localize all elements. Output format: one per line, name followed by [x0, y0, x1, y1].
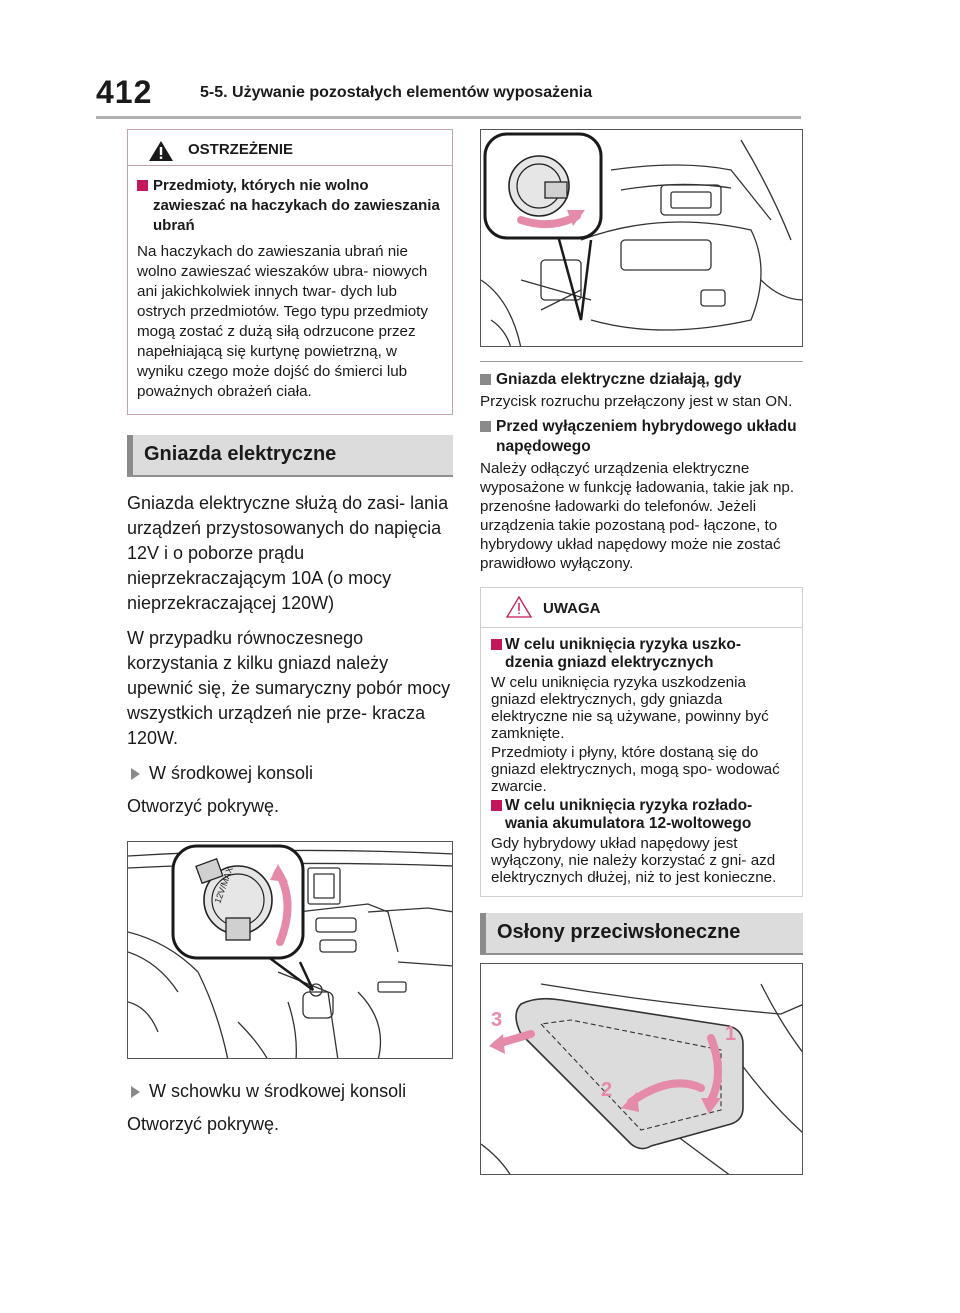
step-2-label: 2	[601, 1079, 612, 1101]
arrow-right-icon	[131, 768, 140, 780]
right-text-2: Należy odłączyć urządzenia elektryczne w…	[480, 460, 795, 572]
console-drawing: 12V/MAX	[128, 844, 452, 1058]
heading-rule	[480, 953, 803, 955]
bullet-square-icon	[480, 374, 491, 385]
right-heading-1: Gniazda elektryczne działają, gdy	[480, 370, 803, 390]
warning-heading: Przedmioty, których nie wolno zawieszać …	[137, 176, 442, 236]
sun-visor-drawing: 1 2 3	[481, 983, 802, 1174]
section-title: 5-5. Używanie pozostałych elementów wypo…	[200, 84, 593, 101]
page-header: 412 5-5. Używanie pozostałych elementów …	[96, 72, 801, 119]
step-1-label: 1	[725, 1023, 736, 1045]
power-intro: Gniazda elektryczne służą do zasi- lania…	[127, 493, 449, 613]
page-number: 412	[96, 74, 153, 110]
console-box-drawing	[481, 132, 802, 346]
bullet-square-icon	[137, 180, 148, 191]
bullet-square-icon	[480, 421, 491, 432]
caution-box: UWAGA W celu uniknięcia ryzyka uszko- dz…	[480, 587, 803, 897]
warning-text: Na haczykach do zawieszania ubrań nie wo…	[137, 243, 428, 400]
right-text-1: Przycisk rozruchu przełączony jest w sta…	[480, 393, 793, 410]
heading-rule	[127, 475, 453, 477]
caution-header: UWAGA	[481, 588, 802, 628]
item2-text: Otworzyć pokrywę.	[127, 1114, 280, 1134]
item1-text: Otworzyć pokrywę.	[127, 796, 280, 816]
right-column: Gniazda elektryczne działają, gdy Przyci…	[480, 129, 803, 1175]
warning-header: OSTRZEŻENIE	[128, 130, 452, 166]
list-item-console-box: W schowku w środkowej konsoli	[127, 1079, 453, 1104]
section-heading-power-outlets: Gniazda elektryczne	[127, 435, 453, 475]
caution-text-1a: W celu uniknięcia ryzyka uszkodzenia gni…	[491, 674, 769, 742]
caution-title: UWAGA	[543, 600, 601, 617]
divider	[480, 361, 803, 362]
list-item-center-console: W środkowej konsoli	[127, 761, 453, 786]
sun-visor-illustration: 1 2 3	[480, 963, 803, 1175]
caution-icon	[506, 596, 532, 618]
bullet-square-icon	[491, 800, 502, 811]
caution-text-1b: Przedmioty i płyny, które dostaną się do…	[491, 744, 780, 795]
caution-text-2: Gdy hybrydowy układ napędowy jest wyłącz…	[491, 835, 777, 886]
warning-title: OSTRZEŻENIE	[188, 141, 294, 158]
step-3-label: 3	[491, 1009, 502, 1031]
console-illustration: 12V/MAX	[127, 841, 453, 1059]
caution-heading-1: W celu uniknięcia ryzyka uszko- dzenia g…	[491, 636, 792, 672]
warning-icon	[149, 141, 173, 161]
power-note: W przypadku równoczesnego korzystania z …	[127, 628, 451, 748]
arrow-right-icon	[131, 1086, 140, 1098]
section-heading-sun-visors: Osłony przeciwsłoneczne	[480, 913, 803, 953]
right-heading-2: Przed wyłączeniem hybrydowego układu nap…	[480, 417, 803, 457]
console-box-illustration	[480, 129, 803, 347]
caution-heading-2: W celu uniknięcia ryzyka rozłado- wania …	[491, 797, 792, 833]
header-rule	[96, 116, 801, 119]
bullet-square-icon	[491, 639, 502, 650]
warning-box: OSTRZEŻENIE Przedmioty, których nie woln…	[127, 129, 453, 415]
left-column: OSTRZEŻENIE Przedmioty, których nie woln…	[127, 129, 453, 1137]
